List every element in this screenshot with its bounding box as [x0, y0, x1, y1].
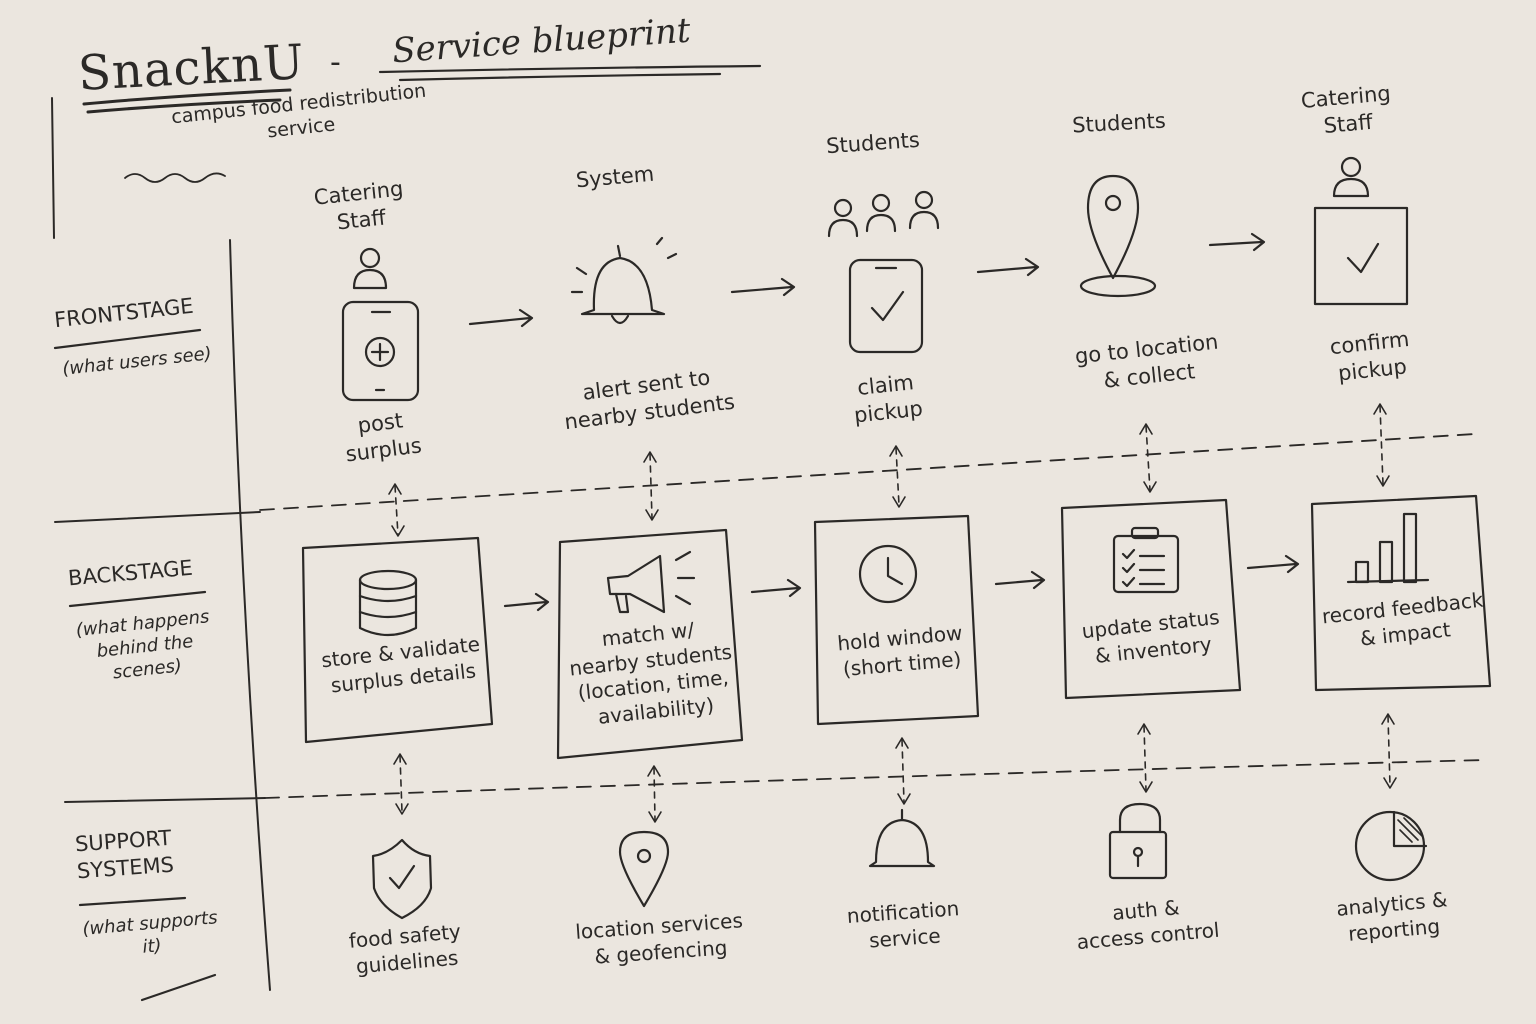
map-pin-icon: [1079, 174, 1157, 298]
record-box: [1310, 494, 1492, 692]
step-claim-pickup: claim pickup: [852, 370, 924, 428]
backstage-support-line: [264, 759, 1486, 799]
padlock-icon: [1108, 802, 1168, 880]
left-margin-line: [51, 97, 55, 239]
vertical-connectors: [388, 403, 1397, 823]
tagline-squiggle: [124, 172, 226, 183]
location-pin-icon: [618, 830, 670, 908]
support-underline: [78, 896, 187, 907]
backstage-divider-solid: [64, 797, 266, 803]
phone-check-icon: [848, 258, 924, 354]
title-underline: [82, 88, 292, 114]
students-group-icon: [827, 190, 940, 238]
catering-staff-user-icon-2: [1332, 156, 1370, 198]
pie-chart-icon: [1354, 810, 1428, 882]
backstage-underline: [68, 590, 207, 608]
bell-alert-icon: [570, 236, 678, 325]
update-box: [1060, 498, 1242, 700]
back-arrows: [503, 554, 1300, 612]
match-box: [556, 528, 744, 760]
frontstage-underline: [53, 328, 202, 350]
megaphone-icon: [606, 550, 696, 614]
clock-icon: [858, 544, 918, 604]
subtitle-underline: [378, 64, 762, 82]
frontstage-divider-solid: [54, 511, 261, 523]
lane-vertical-divider: [229, 239, 271, 991]
bar-chart-icon: [1346, 512, 1430, 584]
notification-bell-icon: [868, 808, 936, 868]
support-notification-service: notification service: [846, 896, 960, 953]
shield-check-icon: [371, 838, 433, 920]
box-match-students: match w/ nearby students (location, time…: [568, 617, 733, 729]
database-icon: [358, 569, 418, 637]
catering-staff-user-icon: [352, 247, 388, 290]
store-box: [301, 536, 494, 744]
footer-scribble: [140, 973, 217, 1002]
lane-support-label: SUPPORT SYSTEMS: [74, 825, 175, 884]
frontstage-backstage-line: [259, 433, 1476, 511]
phone-add-icon: [341, 300, 420, 402]
checkbox-confirm-icon: [1313, 206, 1409, 306]
clipboard-checklist-icon: [1112, 526, 1180, 594]
front-arrows: [468, 232, 1266, 328]
hold-box: [813, 514, 980, 726]
title-dash: -: [330, 45, 341, 80]
